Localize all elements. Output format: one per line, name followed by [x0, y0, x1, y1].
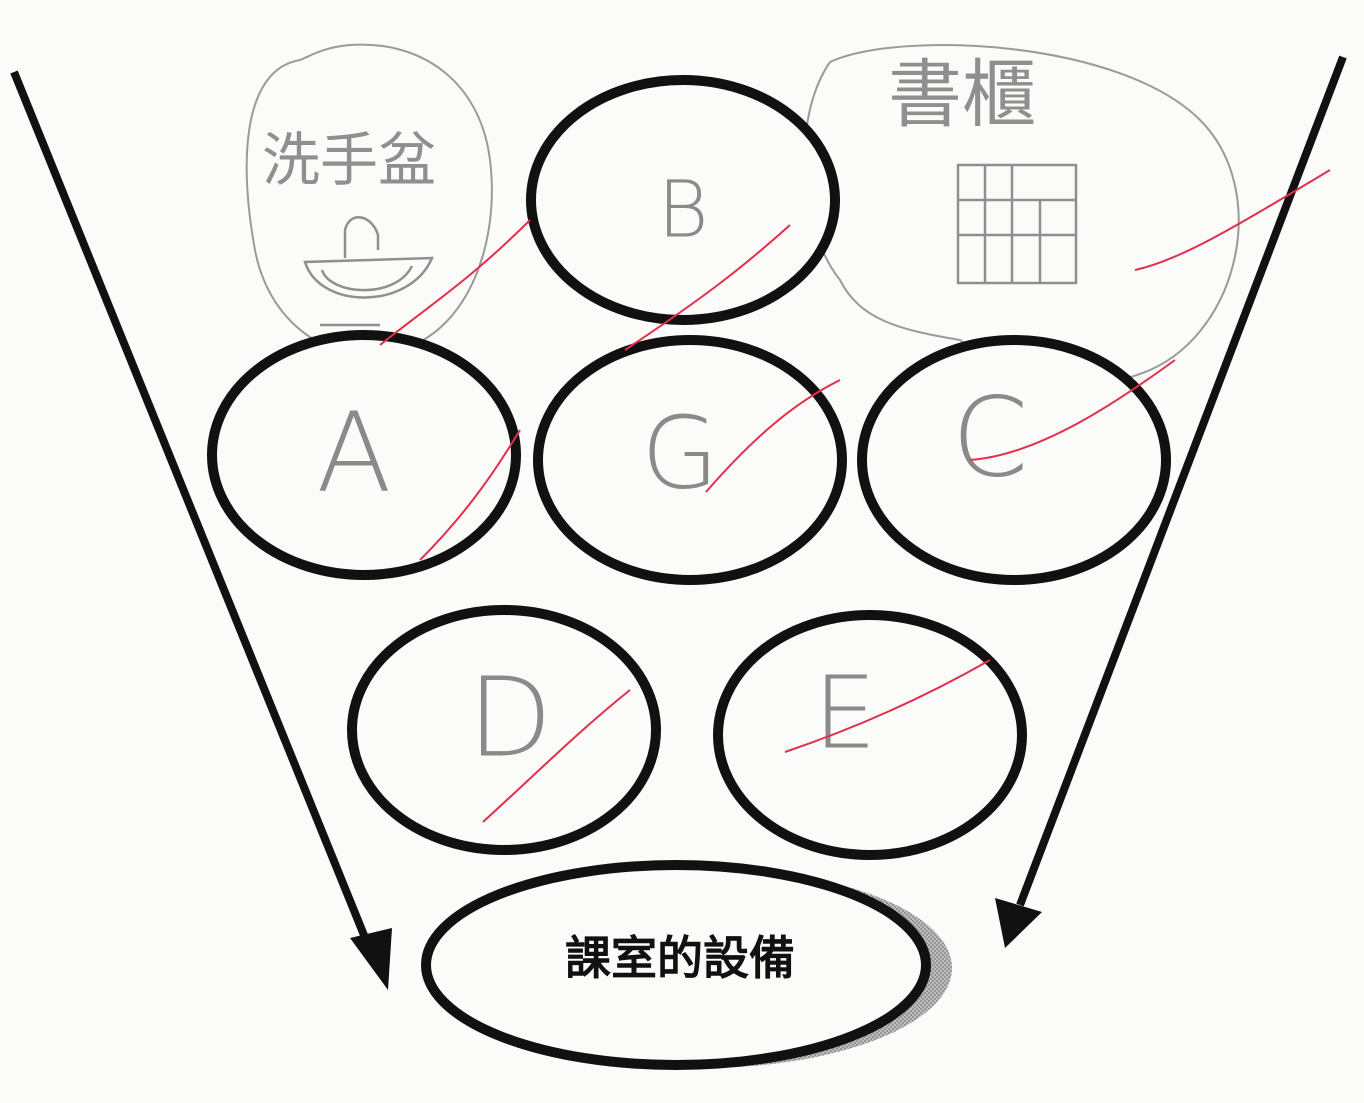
center-ellipse: 課室的設備 [421, 860, 931, 1070]
circle-e: E [713, 610, 1027, 860]
circle-d: D [347, 605, 661, 855]
circle-b: B [526, 75, 840, 325]
circle-d-letter: D [468, 653, 553, 781]
washbasin-sketch-icon [303, 216, 434, 327]
circle-a-letter: A [316, 388, 391, 516]
circle-e-letter: E [813, 654, 876, 771]
washbasin-bubble: 洗手盆 [245, 43, 493, 357]
center-label: 課室的設備 [565, 931, 795, 985]
teacher-marks [379, 169, 1331, 823]
circle-c: C [857, 335, 1171, 585]
washbasin-label: 洗手盆 [262, 126, 436, 194]
circle-a: A [207, 330, 521, 580]
circle-c-letter: C [952, 373, 1029, 501]
bookcase-bubble: 書櫃 [803, 44, 1240, 386]
circle-g: G [533, 335, 847, 585]
bookcase-sketch-icon [956, 163, 1078, 285]
circle-g-letter: G [641, 394, 719, 511]
arrow-right-icon [995, 55, 1347, 948]
bookcase-label: 書櫃 [888, 52, 1036, 138]
circle-b-letter: B [657, 166, 708, 256]
arrow-left-icon [10, 70, 392, 990]
